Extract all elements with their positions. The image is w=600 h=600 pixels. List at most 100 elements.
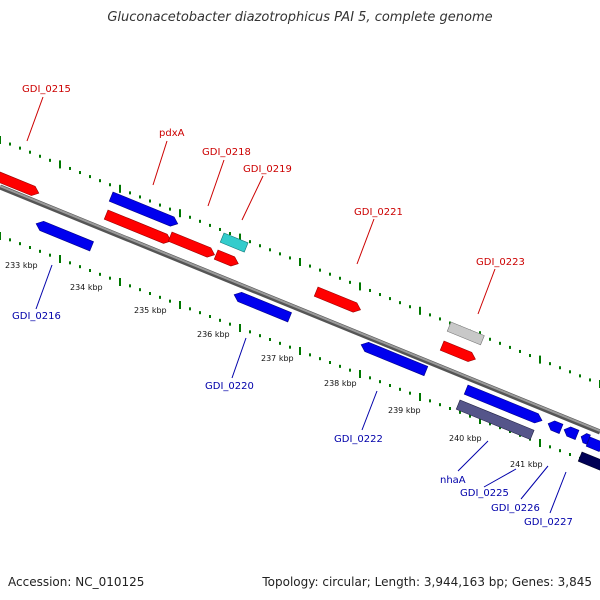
ruler-minor-tick — [79, 171, 81, 175]
tick-label: 241 kbp — [510, 460, 543, 469]
gene-arrow-gdi-0227[interactable] — [577, 451, 600, 473]
gene-label-gdi-0226: GDI_0226 — [491, 503, 540, 514]
ruler-minor-tick — [489, 337, 491, 341]
ruler-major-tick — [299, 347, 301, 355]
ruler-minor-tick — [229, 322, 231, 326]
ruler-minor-tick — [399, 301, 401, 305]
ruler-minor-tick — [289, 256, 291, 260]
accession-text: Accession: NC_010125 — [8, 575, 145, 589]
gene-arrow-gdi-0217[interactable] — [103, 209, 173, 246]
ruler-minor-tick — [449, 321, 451, 325]
ruler-major-tick — [479, 416, 481, 424]
gene-arrow-gdi-0215[interactable] — [0, 167, 41, 198]
ruler-minor-tick — [49, 253, 51, 257]
gene-label-gdi-0227: GDI_0227 — [524, 517, 573, 528]
tick-label: 239 kbp — [388, 406, 421, 415]
ruler-minor-tick — [519, 349, 521, 353]
ruler-major-tick — [119, 278, 121, 286]
ruler-minor-tick — [469, 414, 471, 418]
ruler-minor-tick — [279, 252, 281, 256]
ruler-minor-tick — [439, 317, 441, 321]
ruler-major-tick — [299, 258, 301, 266]
ruler-minor-tick — [19, 242, 21, 246]
ruler-minor-tick — [89, 269, 91, 272]
gene-features — [0, 167, 600, 473]
ruler-minor-tick — [529, 354, 531, 358]
ruler-minor-tick — [309, 353, 311, 357]
gene-arrow-gdi-0223[interactable] — [439, 340, 477, 364]
gene-arrow-blue-0224[interactable] — [463, 384, 544, 425]
gene-arrow-gdi-0219[interactable] — [213, 249, 240, 268]
gene-arrow-gray[interactable] — [446, 321, 485, 346]
ruler-major-tick — [179, 209, 181, 218]
gene-arrow-gdi-0216[interactable] — [34, 219, 94, 252]
gene-label-gdi-0216: GDI_0216 — [12, 311, 61, 322]
ruler-minor-tick — [269, 338, 271, 341]
ruler-minor-tick — [219, 227, 221, 231]
ruler-minor-tick — [379, 293, 381, 297]
ruler-minor-tick — [199, 311, 201, 315]
gene-label-pdxa: pdxA — [159, 128, 185, 139]
ruler-minor-tick — [9, 142, 11, 146]
gene-labels: GDI_0215 pdxA GDI_0218 GDI_0219 GDI_0221… — [12, 84, 573, 528]
ruler-major-tick — [419, 393, 421, 401]
ruler-minor-tick — [459, 410, 461, 414]
ruler-minor-tick — [429, 399, 431, 403]
ruler-minor-tick — [409, 305, 411, 309]
gene-label-gdi-0222: GDI_0222 — [334, 434, 383, 445]
gene-arrow-blue-edge[interactable] — [585, 436, 600, 452]
ruler-minor-tick — [499, 341, 501, 345]
ruler-minor-tick — [209, 223, 211, 227]
ruler-minor-tick — [389, 297, 391, 301]
ruler-minor-tick — [249, 330, 251, 334]
ruler-major-tick — [419, 306, 421, 315]
gene-arrow-small[interactable] — [579, 432, 591, 445]
ruler-minor-tick — [309, 264, 311, 268]
ruler-major-tick — [239, 324, 241, 332]
ruler-minor-tick — [29, 246, 31, 249]
ruler-minor-tick — [109, 183, 111, 187]
leader-lines — [26, 96, 567, 514]
ruler-minor-tick — [259, 244, 261, 248]
ruler-major-tick — [239, 233, 241, 242]
gene-arrow-pdxa[interactable] — [108, 191, 179, 228]
tick-label: 235 kbp — [134, 306, 167, 315]
gene-arrow-gdi-0226[interactable] — [562, 425, 580, 440]
gene-arrow-cyan[interactable] — [219, 232, 249, 253]
ruler-minor-tick — [249, 240, 251, 244]
ruler-minor-tick — [329, 361, 331, 364]
ruler-major-tick — [539, 355, 541, 364]
ruler-major-tick — [179, 301, 181, 309]
tick-label: 234 kbp — [70, 283, 103, 292]
ruler-minor-tick — [109, 276, 111, 280]
gene-label-gdi-0221: GDI_0221 — [354, 207, 403, 218]
gene-arrow-gdi-0220[interactable] — [232, 290, 292, 323]
ruler-minor-tick — [559, 449, 561, 453]
tick-label: 236 kbp — [197, 330, 230, 339]
ruler-minor-tick — [189, 307, 191, 311]
ruler-minor-tick — [319, 268, 321, 272]
ruler-minor-tick — [339, 364, 341, 368]
tick-labels: 233 kbp 234 kbp 235 kbp 236 kbp 237 kbp … — [5, 261, 543, 469]
gene-arrow-gdi-0218[interactable] — [167, 231, 216, 259]
ruler-minor-tick — [229, 232, 231, 236]
tick-label: 237 kbp — [261, 354, 294, 363]
ruler-major-tick — [0, 232, 1, 240]
ruler-minor-tick — [389, 384, 391, 387]
gene-label-nhaa: nhaA — [440, 475, 466, 486]
ruler-minor-tick — [339, 276, 341, 280]
gene-arrow-nhaa[interactable] — [455, 399, 535, 440]
ruler-minor-tick — [399, 387, 401, 391]
ruler-minor-tick — [159, 203, 161, 207]
gene-arrow-gdi-0222[interactable] — [359, 340, 429, 377]
tick-label: 233 kbp — [5, 261, 38, 270]
ruler-minor-tick — [349, 280, 351, 284]
ruler-major-tick — [359, 282, 361, 291]
gene-arrow-gdi-0225[interactable] — [546, 419, 564, 434]
ruler-minor-tick — [129, 284, 131, 288]
ruler-major-tick — [59, 255, 61, 263]
gene-arrow-gdi-0221[interactable] — [313, 286, 362, 314]
tick-label: 238 kbp — [324, 379, 357, 388]
ruler-minor-tick — [509, 345, 511, 349]
